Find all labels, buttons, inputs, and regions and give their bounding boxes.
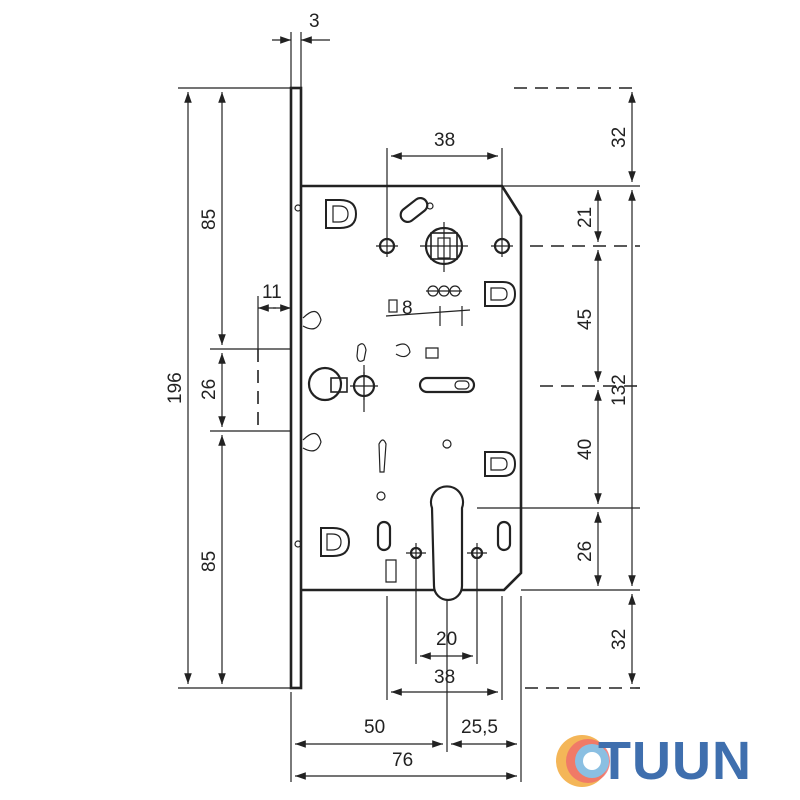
slot-top [399,196,434,224]
dim-8-label: 8 [402,298,413,319]
dim-bottom: 20 38 50 25,5 76 [290,563,522,782]
plate-bumps [294,204,322,548]
handle-follower [420,222,468,272]
dim-45-label: 45 [575,309,596,330]
dim-85-top-label: 85 [199,209,220,230]
dim-20-label: 20 [436,629,457,650]
lock-case [301,184,523,592]
latch-bolt [257,348,291,432]
screw-holes-bottom [406,543,487,563]
dim-26-latch-label: 26 [199,379,220,400]
dim-right: 32 132 32 21 45 40 26 [477,87,640,689]
dim-40-label: 40 [575,439,596,460]
dim-26-right-label: 26 [575,541,596,562]
logo-text: TUUN [598,731,752,791]
dim-32-bottom-label: 32 [609,629,630,650]
dim-left: 196 85 26 85 [165,87,291,689]
dim-3-label: 3 [309,11,320,32]
dim-21-label: 21 [575,207,596,228]
dim-11-label: 11 [262,282,282,303]
tuun-logo-icon [556,735,610,787]
dim-32-top-label: 32 [609,127,630,148]
rollers [426,285,462,297]
dim-38-top-label: 38 [434,130,455,151]
dim-latch-projection: 11 [257,282,292,349]
screw-holes-top [376,235,513,257]
mounting-pads [320,199,517,557]
dim-85-bottom-label: 85 [199,551,220,572]
dim-76-label: 76 [392,750,413,771]
dim-plate-thickness: 3 [272,11,330,88]
dim-top-38: 38 [386,130,503,235]
small-part-8 [385,299,471,326]
latch-mechanism [307,343,476,412]
front-plate [289,86,303,690]
dim-25-5-label: 25,5 [461,717,498,738]
dim-50-label: 50 [364,717,385,738]
dim-132-label: 132 [609,374,630,406]
cylinder-cutout [429,485,465,602]
dim-38-bottom-label: 38 [434,667,455,688]
dim-196-label: 196 [165,372,186,404]
lower-parts [376,439,512,583]
